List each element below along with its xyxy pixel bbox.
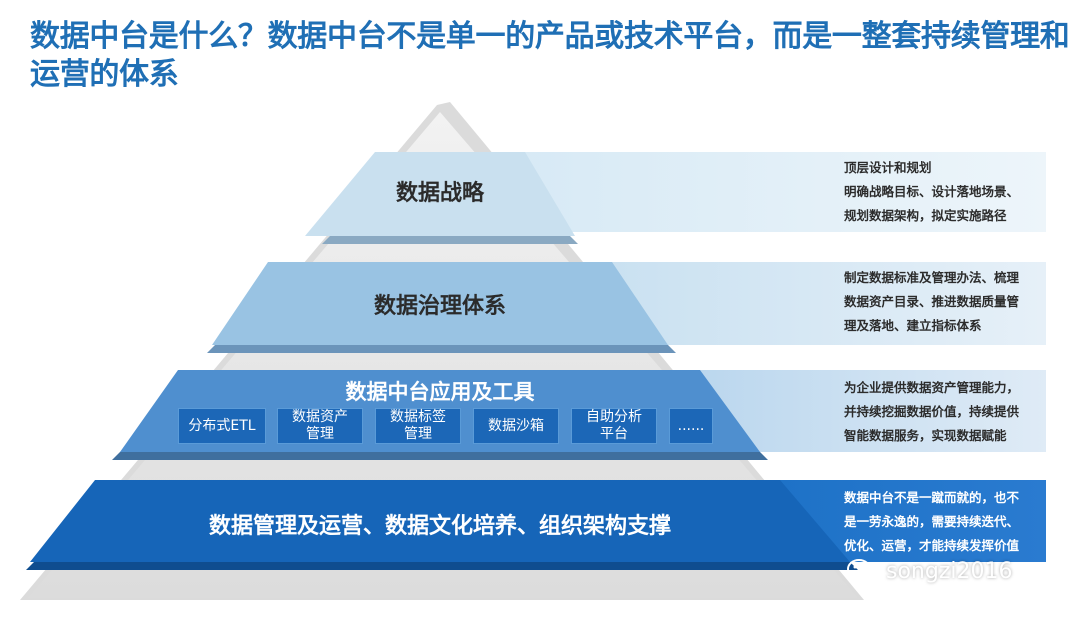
layer2-shadow (207, 345, 676, 353)
layer2-description-panel (555, 262, 1046, 345)
layer4-desc-line3: 优化、运营，才能持续发挥价值 (844, 538, 1020, 553)
layer3-shadow (112, 452, 768, 460)
tool-data-sandbox: 数据沙箱 (473, 408, 559, 444)
layer4-shadow (26, 562, 858, 570)
layer1-band (305, 152, 575, 236)
layer4-label: 数据管理及运营、数据文化培养、组织架构支撑 (208, 514, 671, 539)
layer4-desc-line1: 数据中台不是一蹴而就的，也不 (844, 490, 1020, 505)
watermark: songzi2016 (846, 556, 1012, 586)
layer1-desc-line2: 明确战略目标、设计落地场景、 (844, 184, 1020, 199)
layer1-desc-line1: 顶层设计和规划 (844, 160, 932, 175)
layer3-desc-line2: 并持续挖掘数据价值，持续提供 (844, 404, 1020, 419)
page-title: 数据中台是什么？数据中台不是单一的产品或技术平台，而是一整套持续管理和运营的体系 (30, 19, 1070, 92)
tool-data-asset-management: 数据资产 管理 (277, 408, 363, 444)
layer4-desc-line2: 是一劳永逸的，需要持续迭代、 (844, 514, 1020, 529)
layer3-desc-line1: 为企业提供数据资产管理能力， (844, 380, 1020, 395)
layer1-desc-line3: 规划数据架构，拟定实施路径 (844, 208, 1007, 223)
layer2-desc-line3: 理及落地、建立指标体系 (844, 318, 982, 333)
layer1-description-panel (490, 152, 1046, 232)
layer3-desc-line3: 智能数据服务，实现数据赋能 (844, 428, 1007, 443)
tool-distributed-etl: 分布式ETL (178, 408, 266, 444)
layer3-label: 数据中台应用及工具 (345, 380, 535, 404)
watermark-text: songzi2016 (886, 558, 1013, 584)
pyramid-base (28, 112, 858, 598)
layer2-desc-line1: 制定数据标准及管理办法、梳理 (844, 270, 1020, 285)
layer1-label: 数据战略 (395, 181, 484, 206)
layer2-desc-line2: 数据资产目录、推进数据质量管 (844, 294, 1020, 309)
layer2-band (212, 262, 668, 345)
layer2-label: 数据治理体系 (373, 294, 506, 319)
tool-self-service-analytics: 自助分析 平台 (571, 408, 657, 444)
layer4-band (30, 480, 850, 562)
layer1-shadow (322, 236, 578, 244)
tool-data-tag-management: 数据标签 管理 (375, 408, 461, 444)
wechat-icon (847, 559, 878, 582)
tool-more: ...... (669, 408, 713, 444)
